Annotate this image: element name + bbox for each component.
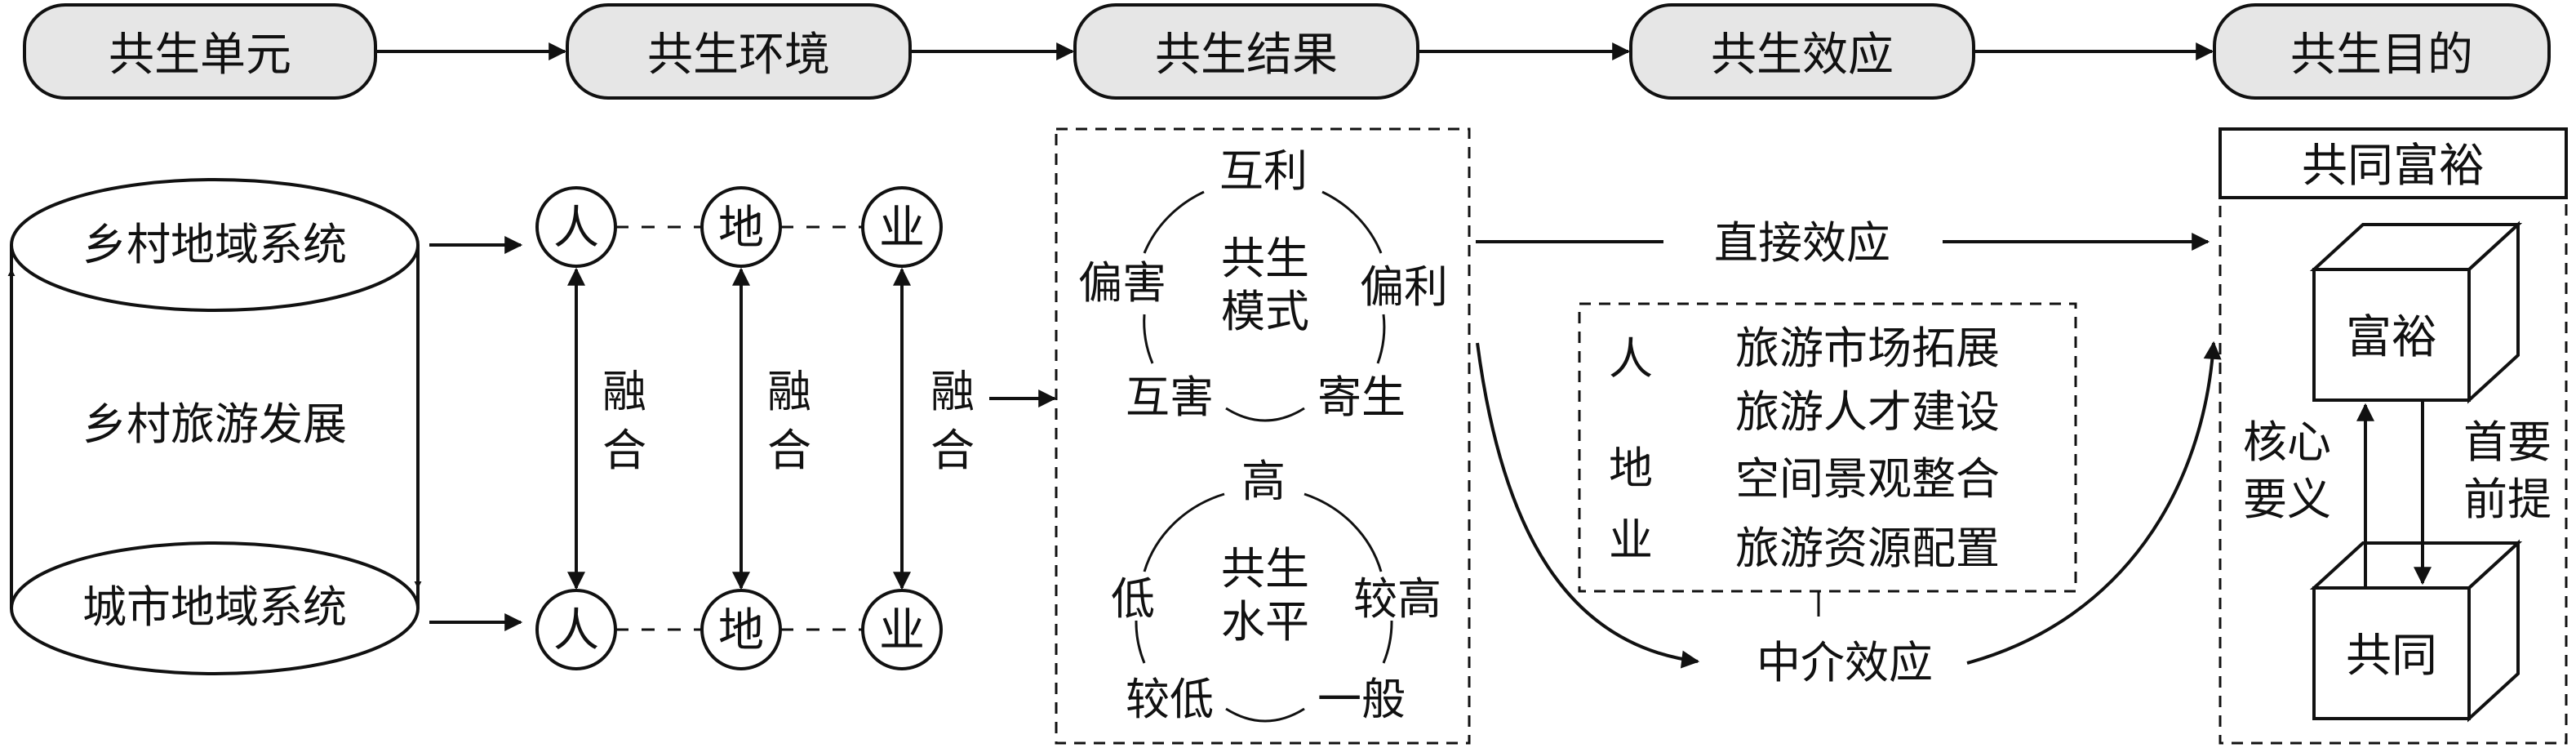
rural-ellipse — [10, 178, 420, 312]
mediator-to-goal-curve — [1966, 341, 2222, 665]
mode-right: 偏利 — [1360, 261, 1448, 313]
mediator-effect-label: 中介效应 — [1757, 637, 1933, 688]
header-step-2-label: 共生环境 — [647, 29, 830, 82]
mode-center-bottom: 模式 — [1221, 286, 1309, 337]
fusion-3-bottom: 合 — [930, 425, 975, 476]
mediator-item-2: 旅游人才建设 — [1735, 386, 2000, 438]
mode-arc-r — [1376, 314, 1386, 364]
mediator-item-1: 旅游市场拓展 — [1735, 323, 2000, 374]
mediator-item-4: 旅游资源配置 — [1735, 523, 2000, 574]
wealth-label: 富裕 — [2346, 311, 2437, 364]
header-step-1: 共生单元 — [23, 3, 377, 100]
di-label-top: 地 — [718, 202, 764, 255]
level-bottom-right: 一般 — [1317, 674, 1406, 725]
result-box — [1055, 127, 1471, 745]
symbiosis-unit-cylinder: 乡村地域系统 乡村旅游发展 城市地域系统 — [7, 178, 422, 675]
premise-top: 首要 — [2463, 416, 2552, 468]
mode-center-top: 共生 — [1221, 233, 1309, 284]
header-step-3: 共生结果 — [1073, 3, 1419, 100]
header-step-4: 共生效应 — [1629, 3, 1975, 100]
level-arc-tr — [1304, 492, 1383, 572]
mode-bottom-right: 寄生 — [1317, 372, 1406, 423]
fusion-1-top: 融 — [602, 366, 646, 417]
premise-bottom: 前提 — [2463, 474, 2552, 525]
level-arc-r — [1382, 620, 1393, 664]
fusion-2-top: 融 — [767, 366, 811, 417]
core-meaning-top: 核心 — [2243, 416, 2331, 468]
element-row-top: 人 地 业 — [535, 186, 943, 268]
mode-arc-b — [1225, 407, 1305, 422]
ye-label-bottom: 业 — [879, 604, 925, 657]
header-step-1-label: 共生单元 — [109, 29, 291, 82]
mediator-side-ren: 人 — [1609, 333, 1653, 385]
level-left: 低 — [1111, 573, 1155, 625]
ye-label-top: 业 — [879, 202, 925, 255]
rural-tourism-label: 乡村旅游发展 — [82, 398, 347, 450]
ren-label-top: 人 — [553, 202, 599, 255]
element-row-bottom: 人 地 业 — [535, 589, 943, 670]
fusion-3-top: 融 — [930, 366, 975, 417]
common-cube: 共同 — [2309, 539, 2523, 723]
fusion-2-bottom: 合 — [767, 425, 811, 476]
goal-panel: 共同富裕 富裕 共同 核心 要义 首要 前提 — [2218, 127, 2568, 745]
mode-top: 互利 — [1219, 145, 1308, 197]
goal-dashed-box — [2218, 196, 2568, 745]
header-step-4-label: 共生效应 — [1711, 29, 1894, 82]
goal-title: 共同富裕 — [2302, 140, 2485, 193]
level-bottom-left: 较低 — [1126, 674, 1214, 725]
level-top: 高 — [1241, 456, 1286, 507]
direct-effect-label: 直接效应 — [1714, 217, 1890, 269]
mode-arc-tr — [1321, 190, 1383, 254]
level-ring: 高 低 较高 较低 一般 共生 水平 — [1111, 456, 1441, 725]
ren-label-bottom: 人 — [553, 604, 599, 657]
wealth-cube: 富裕 — [2309, 220, 2523, 404]
level-center-bottom: 水平 — [1221, 596, 1309, 648]
fusion-arrows — [567, 267, 911, 590]
core-meaning-bottom: 要义 — [2243, 474, 2331, 525]
mediator-effect: 中介效应 — [1476, 341, 2222, 688]
level-right: 较高 — [1353, 573, 1441, 625]
mediator-box: 人 地 业 旅游市场拓展 旅游人才建设 空间景观整合 旅游资源配置 — [1578, 302, 2077, 617]
mediator-side-di: 地 — [1609, 443, 1653, 494]
urban-ellipse — [10, 541, 420, 675]
level-arc-l — [1135, 620, 1146, 664]
mode-left: 偏害 — [1078, 257, 1166, 309]
mode-bottom-left: 互害 — [1126, 372, 1214, 423]
header-step-5-label: 共生目的 — [2290, 29, 2473, 82]
fusion-labels: 融 合 融 合 融 合 — [602, 366, 975, 476]
direct-effect: 直接效应 — [1476, 217, 2210, 269]
result-to-mediator-curve — [1476, 342, 1700, 669]
unit-to-element-arrows — [429, 236, 523, 631]
mode-ring: 互利 偏害 偏利 互害 寄生 共生 模式 — [1078, 145, 1448, 423]
urban-system-label: 城市地域系统 — [82, 581, 347, 633]
mediator-side-ye: 业 — [1609, 514, 1653, 566]
header-step-2: 共生环境 — [566, 3, 912, 100]
mode-arc-l — [1143, 314, 1154, 364]
di-label-bottom: 地 — [718, 604, 764, 657]
level-arc-tl — [1143, 492, 1225, 572]
goal-title-box — [2218, 127, 2568, 199]
fusion-1-bottom: 合 — [602, 425, 646, 476]
mediator-item-3: 空间景观整合 — [1735, 453, 2000, 505]
rural-system-label: 乡村地域系统 — [82, 219, 347, 270]
common-label: 共同 — [2346, 630, 2437, 683]
level-arc-b — [1225, 707, 1305, 723]
header-step-5: 共生目的 — [2213, 3, 2551, 100]
level-center-top: 共生 — [1221, 543, 1309, 594]
mode-arc-tl — [1143, 190, 1205, 254]
header-step-3-label: 共生结果 — [1155, 29, 1338, 82]
